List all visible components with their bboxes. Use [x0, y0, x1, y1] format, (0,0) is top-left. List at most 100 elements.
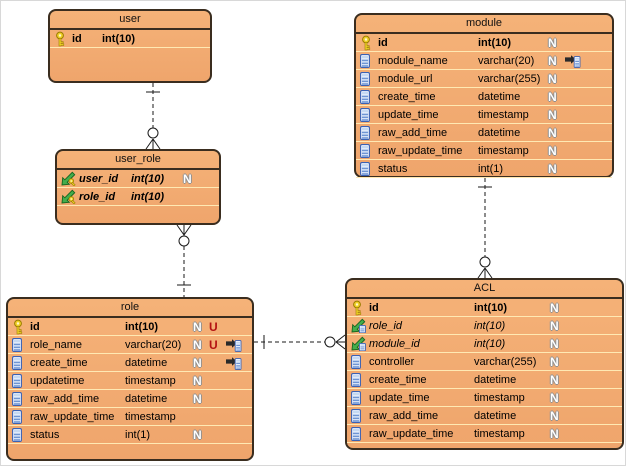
not-null-badge: N	[550, 408, 559, 423]
table-row[interactable]: id int(10)	[50, 30, 210, 48]
entity-table-role[interactable]: role id int(10) N U role_name varchar(20…	[6, 297, 254, 461]
field-name: raw_add_time	[369, 409, 439, 422]
table-row[interactable]: update_time timestamp N	[347, 389, 622, 407]
table-title[interactable]: ACL	[347, 280, 622, 299]
table-row[interactable]: raw_add_time datetime N	[8, 390, 252, 408]
field-name: role_name	[30, 338, 82, 351]
entity-table-module[interactable]: module id int(10) N module_name varchar(…	[354, 13, 614, 178]
primary-key-icon	[351, 300, 369, 316]
not-null-badge: N	[550, 354, 559, 369]
not-null-badge: N	[548, 89, 557, 104]
unique-badge: U	[209, 319, 218, 334]
not-null-badge: N	[548, 125, 557, 140]
table-row[interactable]: create_time datetime N	[347, 371, 622, 389]
relationship-role-acl[interactable]	[254, 334, 346, 350]
table-title[interactable]: user_role	[57, 151, 219, 170]
not-null-badge: N	[550, 300, 559, 315]
table-row[interactable]: raw_update_time timestamp N	[347, 425, 622, 443]
field-name: role_id	[369, 319, 403, 332]
field-type: int(10)	[474, 337, 506, 350]
column-icon	[360, 53, 378, 68]
table-row[interactable]: updatetime timestamp N	[8, 372, 252, 390]
table-title[interactable]: role	[8, 299, 252, 318]
column-icon	[360, 71, 378, 86]
table-row[interactable]: module_name varchar(20) N	[356, 52, 612, 70]
table-row[interactable]: raw_update_time timestamp	[8, 408, 252, 426]
table-row[interactable]: id int(10) N	[356, 34, 612, 52]
column-icon	[12, 337, 30, 352]
field-type: varchar(20)	[125, 338, 182, 351]
table-row[interactable]: module_url varchar(255) N	[356, 70, 612, 88]
relationship-user-user_role[interactable]	[145, 83, 161, 150]
table-row[interactable]: status int(1) N	[8, 426, 252, 444]
table-row[interactable]: controller varchar(255) N	[347, 353, 622, 371]
field-type: varchar(255)	[478, 72, 541, 85]
entity-table-user-role[interactable]: user_role user_id int(10) N role_id int(…	[55, 149, 221, 225]
field-type: timestamp	[125, 410, 176, 423]
field-name: update_time	[369, 391, 430, 404]
column-icon	[12, 355, 30, 370]
table-row[interactable]: raw_add_time datetime N	[356, 124, 612, 142]
field-type: datetime	[474, 409, 517, 422]
table-row[interactable]: create_time datetime N	[356, 88, 612, 106]
column-icon	[360, 89, 378, 104]
table-row[interactable]: update_time timestamp N	[356, 106, 612, 124]
not-null-badge: N	[193, 319, 202, 334]
column-icon	[12, 427, 30, 442]
field-name: create_time	[369, 373, 427, 386]
table-row[interactable]: module_id int(10) N	[347, 335, 622, 353]
field-name: raw_update_time	[30, 410, 115, 423]
not-null-badge: N	[548, 53, 557, 68]
field-type: timestamp	[478, 108, 529, 121]
field-name: raw_add_time	[30, 392, 100, 405]
column-icon	[12, 373, 30, 388]
field-name: raw_update_time	[369, 427, 454, 440]
relationship-module-acl[interactable]	[477, 178, 493, 279]
field-type: int(10)	[131, 190, 164, 203]
table-row[interactable]: create_time datetime N	[8, 354, 252, 372]
table-row[interactable]: role_id int(10) N	[347, 317, 622, 335]
not-null-badge: N	[548, 35, 557, 50]
not-null-badge: N	[548, 161, 557, 176]
field-type: datetime	[125, 356, 168, 369]
field-type: datetime	[125, 392, 168, 405]
column-icon	[351, 390, 369, 405]
field-name: role_id	[79, 190, 116, 203]
table-row[interactable]: role_id int(10)	[57, 188, 219, 206]
table-row[interactable]: user_id int(10) N	[57, 170, 219, 188]
relationship-role-user_role[interactable]	[176, 224, 192, 297]
field-type: int(1)	[125, 428, 151, 441]
field-name: id	[369, 301, 379, 314]
table-row[interactable]: raw_add_time datetime N	[347, 407, 622, 425]
table-title[interactable]: module	[356, 15, 612, 34]
table-row[interactable]: raw_update_time timestamp N	[356, 142, 612, 160]
table-row[interactable]: id int(10) N	[347, 299, 622, 317]
table-title[interactable]: user	[50, 11, 210, 30]
field-name: id	[378, 36, 388, 49]
field-name: raw_add_time	[378, 126, 448, 139]
not-null-badge: N	[183, 171, 192, 186]
field-name: controller	[369, 355, 415, 368]
entity-table-acl[interactable]: ACL id int(10) N role_id int(10) N modul…	[345, 278, 624, 450]
table-row[interactable]: role_name varchar(20) N U	[8, 336, 252, 354]
not-null-badge: N	[550, 336, 559, 351]
field-type: datetime	[478, 126, 521, 139]
entity-table-user[interactable]: user id int(10)	[48, 9, 212, 83]
field-name: create_time	[378, 90, 436, 103]
primary-key-icon	[54, 31, 72, 47]
table-row[interactable]: id int(10) N U	[8, 318, 252, 336]
field-type: int(10)	[125, 320, 158, 333]
index-icon	[564, 54, 582, 68]
field-name: updatetime	[30, 374, 85, 387]
field-type: timestamp	[478, 144, 529, 157]
table-row[interactable]: status int(1) N	[356, 160, 612, 178]
field-type: timestamp	[474, 391, 525, 404]
field-name: update_time	[378, 108, 439, 121]
not-null-badge: N	[548, 143, 557, 158]
foreign-primary-key-icon	[61, 171, 79, 186]
field-type: varchar(20)	[478, 54, 535, 67]
field-type: int(10)	[474, 301, 507, 314]
field-type: int(10)	[102, 32, 135, 45]
field-type: timestamp	[474, 427, 525, 440]
